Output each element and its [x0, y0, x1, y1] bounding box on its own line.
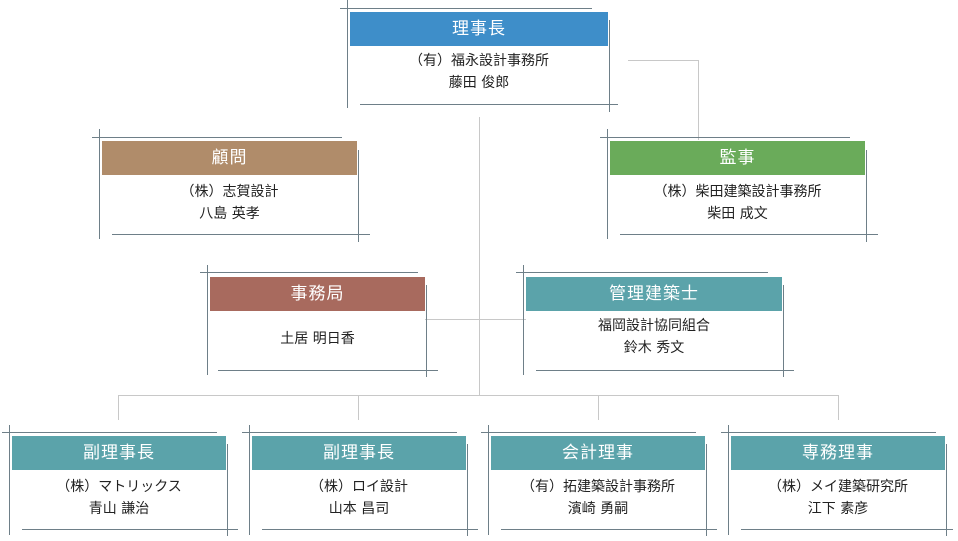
vice1-frame-top	[2, 432, 217, 433]
vice1-frame-bottom	[22, 529, 238, 530]
vice2-org: （株）ロイ設計	[310, 479, 408, 495]
connector-drop-vice1	[118, 395, 119, 420]
auditor-person: 柴田 成文	[707, 206, 768, 222]
architect-title: 管理建築士	[526, 277, 782, 311]
vice1-frame-left	[9, 425, 10, 535]
office-frame-right	[426, 285, 427, 377]
architect-frame-left	[523, 265, 524, 375]
executive-title: 専務理事	[731, 436, 945, 470]
advisor-title: 顧問	[102, 141, 357, 175]
connector-drop-accountant	[598, 395, 599, 420]
advisor-frame-left	[99, 129, 100, 239]
auditor-frame-top	[600, 137, 850, 138]
vice2-frame-left	[249, 425, 250, 535]
vice1-title: 副理事長	[12, 436, 226, 470]
chairman-frame-right	[609, 20, 610, 112]
vice1-frame-right	[227, 444, 228, 536]
accountant-frame-bottom	[501, 529, 717, 530]
executive-details: （株）メイ建築研究所 江下 素彦	[731, 476, 945, 520]
connector-office-branch	[425, 319, 479, 320]
chairman-box: 理事長 （有）福永設計事務所 藤田 俊郎	[350, 12, 608, 104]
auditor-frame-right	[866, 150, 867, 242]
connector-bottom-bar	[118, 395, 839, 396]
executive-person: 江下 素彦	[807, 501, 869, 517]
accountant-org: （有）拓建築設計事務所	[521, 479, 675, 495]
chairman-frame-left	[347, 0, 348, 108]
chairman-details: （有）福永設計事務所 藤田 俊郎	[350, 50, 608, 94]
vice2-frame-right	[467, 444, 468, 536]
architect-org: 福岡設計協同組合	[598, 318, 710, 334]
connector-trunk	[479, 117, 480, 395]
office-frame-bottom	[218, 370, 438, 371]
executive-box: 専務理事 （株）メイ建築研究所 江下 素彦	[731, 436, 945, 528]
vice1-box: 副理事長 （株）マトリックス 青山 謙治	[12, 436, 226, 528]
executive-frame-left	[728, 425, 729, 535]
vice2-frame-top	[242, 432, 457, 433]
office-frame-top	[200, 272, 418, 273]
chairman-title: 理事長	[350, 12, 608, 46]
office-details: 土居 明日香	[210, 328, 425, 350]
architect-details: 福岡設計協同組合 鈴木 秀文	[526, 315, 782, 359]
advisor-org: （株）志賀設計	[180, 184, 279, 200]
connector-drop-executive	[838, 395, 839, 420]
vice2-title: 副理事長	[252, 436, 466, 470]
auditor-details: （株）柴田建築設計事務所 柴田 成文	[610, 181, 865, 225]
advisor-details: （株）志賀設計 八島 英孝	[102, 181, 357, 225]
architect-frame-top	[516, 272, 768, 273]
accountant-box: 会計理事 （有）拓建築設計事務所 濱崎 勇嗣	[491, 436, 705, 528]
connector-auditor-top	[628, 60, 699, 61]
vice2-frame-bottom	[262, 529, 478, 530]
connector-drop-vice2	[358, 395, 359, 420]
chairman-person: 藤田 俊郎	[448, 75, 510, 91]
accountant-title: 会計理事	[491, 436, 705, 470]
vice1-details: （株）マトリックス 青山 謙治	[12, 476, 226, 520]
advisor-box: 顧問 （株）志賀設計 八島 英孝	[102, 141, 357, 233]
vice2-box: 副理事長 （株）ロイ設計 山本 昌司	[252, 436, 466, 528]
architect-person: 鈴木 秀文	[623, 340, 685, 356]
architect-frame-right	[783, 285, 784, 377]
accountant-frame-left	[488, 425, 489, 535]
accountant-person: 濱崎 勇嗣	[567, 501, 629, 517]
accountant-details: （有）拓建築設計事務所 濱崎 勇嗣	[491, 476, 705, 520]
vice2-details: （株）ロイ設計 山本 昌司	[252, 476, 466, 520]
office-title: 事務局	[210, 277, 425, 311]
vice1-org: （株）マトリックス	[56, 479, 182, 495]
office-frame-left	[207, 265, 208, 375]
auditor-frame-bottom	[620, 234, 878, 235]
advisor-frame-top	[92, 137, 342, 138]
auditor-frame-left	[607, 129, 608, 239]
executive-frame-top	[721, 432, 936, 433]
chairman-org: （有）福永設計事務所	[409, 53, 549, 69]
advisor-person: 八島 英孝	[199, 206, 260, 222]
office-box: 事務局 土居 明日香	[210, 277, 425, 369]
accountant-frame-right	[706, 444, 707, 536]
vice1-person: 青山 謙治	[88, 501, 150, 517]
accountant-frame-top	[481, 432, 696, 433]
vice2-person: 山本 昌司	[328, 501, 390, 517]
auditor-box: 監事 （株）柴田建築設計事務所 柴田 成文	[610, 141, 865, 233]
auditor-org: （株）柴田建築設計事務所	[653, 184, 822, 200]
architect-box: 管理建築士 福岡設計協同組合 鈴木 秀文	[526, 277, 782, 369]
chairman-frame-bottom	[360, 104, 618, 105]
advisor-frame-right	[358, 150, 359, 242]
executive-frame-right	[946, 444, 947, 536]
connector-architect-branch	[480, 319, 526, 320]
advisor-frame-bottom	[112, 234, 370, 235]
auditor-title: 監事	[610, 141, 865, 175]
connector-auditor-drop	[698, 60, 699, 140]
executive-org: （株）メイ建築研究所	[768, 479, 908, 495]
executive-frame-bottom	[741, 529, 953, 530]
architect-frame-bottom	[536, 370, 794, 371]
office-person: 土居 明日香	[280, 331, 355, 347]
chairman-frame-top	[340, 8, 592, 9]
